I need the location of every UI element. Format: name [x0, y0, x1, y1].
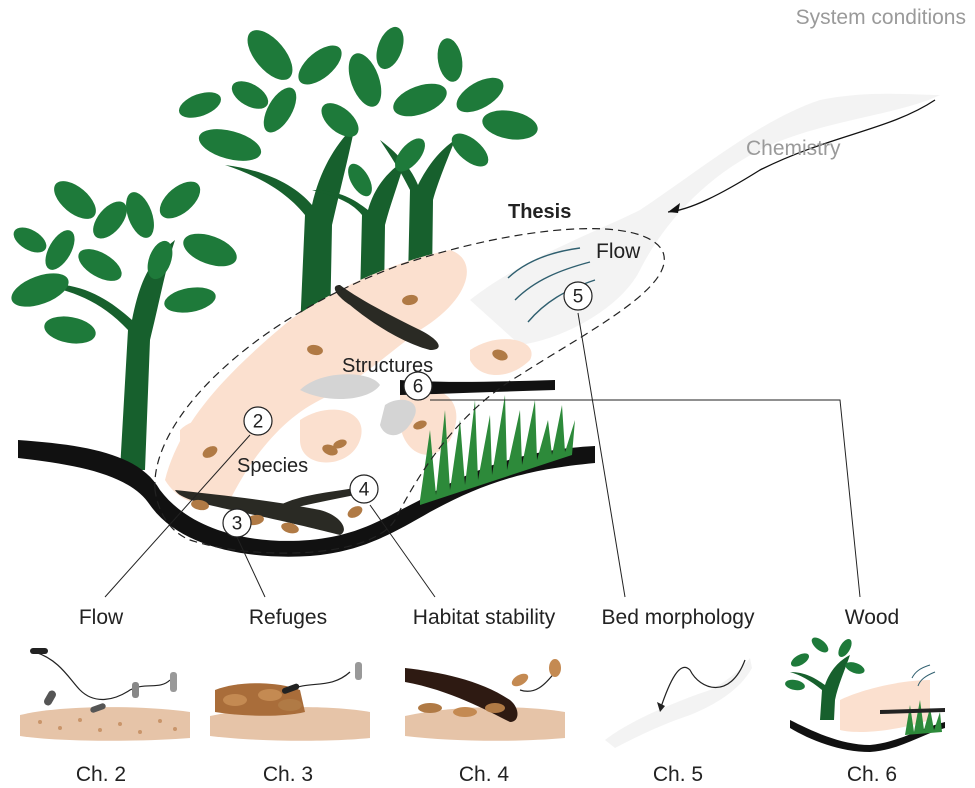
- chapter-ch3: Ch. 3: [263, 763, 313, 786]
- chapter-ch5: Ch. 5: [653, 763, 703, 786]
- system-conditions-label: System conditions: [796, 6, 966, 29]
- flow-label: Flow: [596, 240, 641, 263]
- chapter-ch4: Ch. 4: [459, 763, 510, 786]
- chapter-ch6: Ch. 6: [847, 763, 897, 786]
- species-label: Species: [237, 455, 308, 477]
- topic-flow: Flow: [79, 606, 124, 629]
- marker-2: 2: [244, 407, 272, 435]
- marker-6: 6: [404, 372, 432, 400]
- marker-5: 5: [564, 282, 592, 310]
- svg-text:6: 6: [413, 377, 424, 398]
- svg-text:3: 3: [232, 514, 243, 535]
- topic-bed-morphology: Bed morphology: [602, 606, 755, 629]
- svg-text:4: 4: [359, 480, 370, 501]
- marker-3: 3: [223, 509, 251, 537]
- thumbnail-ch3: [210, 662, 370, 741]
- thumbnail-ch6: [784, 635, 945, 752]
- chapter-ch2: Ch. 2: [76, 763, 126, 786]
- thumbnail-ch4: [405, 659, 565, 741]
- topic-habitat-stability: Habitat stability: [413, 606, 556, 629]
- thumbnail-ch2: [20, 648, 190, 741]
- chemistry-label: Chemistry: [746, 137, 841, 160]
- svg-text:5: 5: [573, 287, 584, 308]
- thumbnail-ch5: [605, 658, 752, 748]
- thesis-label: Thesis: [508, 201, 571, 223]
- svg-text:2: 2: [253, 412, 264, 433]
- topic-refuges: Refuges: [249, 606, 327, 629]
- marker-4: 4: [350, 475, 378, 503]
- topic-wood: Wood: [845, 606, 899, 629]
